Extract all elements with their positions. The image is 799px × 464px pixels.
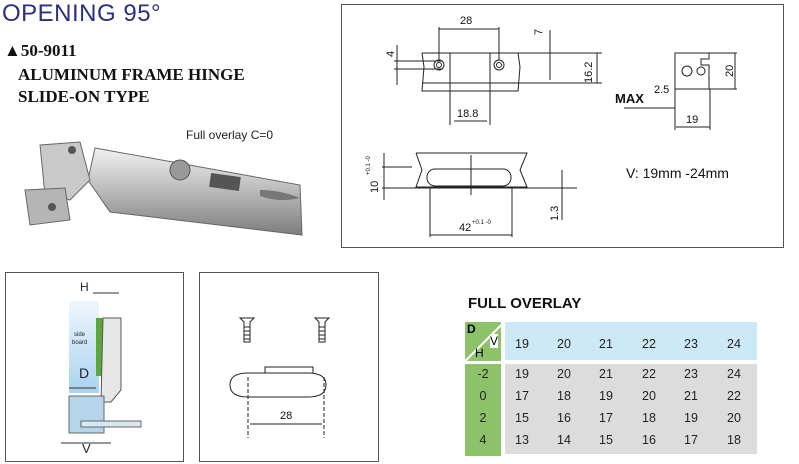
product-type: SLIDE-ON TYPE <box>18 87 150 106</box>
d-value-cell: 22 <box>727 389 741 403</box>
side-section-diagram: H side board D V <box>5 272 184 462</box>
dim-2-5: 2.5 <box>654 84 669 96</box>
d-value-cell: 16 <box>642 433 656 447</box>
corner-d-label: D <box>467 322 476 336</box>
dim-10-tolerance: +0.1 -0 <box>366 155 372 175</box>
technical-drawing: 28 7 4 16.2 18.8 10 +0.1 -0 42 +0.1 -0 1… <box>341 4 784 248</box>
v-header-cell: 19 <box>515 337 529 351</box>
dim-16-2: 16.2 <box>583 62 595 83</box>
h-label: H <box>80 280 89 294</box>
v-header-cell: 22 <box>642 337 656 351</box>
table-h-column <box>465 364 501 456</box>
h-value-cell: 0 <box>479 389 487 403</box>
d-value-cell: 19 <box>599 389 613 403</box>
d-value-cell: 17 <box>684 433 698 447</box>
d-value-cell: 20 <box>557 367 571 381</box>
plate-dim-28: 28 <box>280 410 292 422</box>
dim-42-tolerance: +0.1 -0 <box>472 220 492 226</box>
d-value-cell: 15 <box>599 433 613 447</box>
corner-h-label: H <box>475 346 484 360</box>
v-range: V: 19mm -24mm <box>626 165 729 181</box>
table-corner: D V H <box>465 322 501 361</box>
v-header-cell: 21 <box>599 337 613 351</box>
table-body <box>505 364 757 454</box>
d-value-cell: 15 <box>515 411 529 425</box>
dim-4: 4 <box>385 51 397 57</box>
v-header-cell: 24 <box>727 337 741 351</box>
screw-icon <box>313 317 331 343</box>
page-title: OPENING 95° <box>2 0 162 27</box>
d-value-cell: 18 <box>642 411 656 425</box>
d-value-cell: 17 <box>515 389 529 403</box>
d-value-cell: 21 <box>599 367 613 381</box>
v-header-cell: 20 <box>557 337 571 351</box>
dim-18-8: 18.8 <box>457 108 478 120</box>
d-value-cell: 20 <box>642 389 656 403</box>
d-value-cell: 19 <box>515 367 529 381</box>
screw-icon <box>238 317 256 343</box>
hinge-photo <box>24 141 303 236</box>
d-value-cell: 22 <box>642 367 656 381</box>
model-number: ▲50-9011 <box>4 41 77 60</box>
v-label: V <box>82 441 91 456</box>
table-header-row <box>505 322 757 360</box>
d-value-cell: 13 <box>515 433 529 447</box>
h-value-cell: 4 <box>479 433 487 447</box>
dim-42: 42 <box>459 222 471 234</box>
h-value-cell: -2 <box>477 367 489 381</box>
side-board-label-2: board <box>72 340 87 346</box>
max-label: MAX <box>615 91 644 106</box>
d-value-cell: 20 <box>727 411 741 425</box>
d-value-cell: 19 <box>684 411 698 425</box>
d-value-cell: 23 <box>684 367 698 381</box>
product-name: ALUMINUM FRAME HINGE <box>18 65 245 84</box>
dim-28: 28 <box>460 15 472 27</box>
h-value-cell: 2 <box>479 411 487 425</box>
side-board-label-1: side <box>74 332 86 338</box>
d-value-cell: 17 <box>599 411 613 425</box>
mounting-plate-diagram: 28 <box>199 272 379 462</box>
dim-7: 7 <box>533 29 545 35</box>
d-value-cell: 18 <box>557 389 571 403</box>
d-label: D <box>79 365 89 381</box>
overlay-note: Full overlay C=0 <box>186 128 274 142</box>
dim-10: 10 <box>369 181 381 193</box>
d-value-cell: 14 <box>557 433 571 447</box>
d-value-cell: 18 <box>727 433 741 447</box>
dim-19: 19 <box>686 114 698 126</box>
dim-20: 20 <box>724 65 736 77</box>
v-header-cell: 23 <box>684 337 698 351</box>
corner-v-label: V <box>490 334 499 348</box>
d-value-cell: 24 <box>727 367 741 381</box>
d-value-cell: 21 <box>684 389 698 403</box>
d-value-cell: 16 <box>557 411 571 425</box>
table-title: FULL OVERLAY <box>468 295 582 312</box>
dim-1-3: 1.3 <box>549 206 561 221</box>
